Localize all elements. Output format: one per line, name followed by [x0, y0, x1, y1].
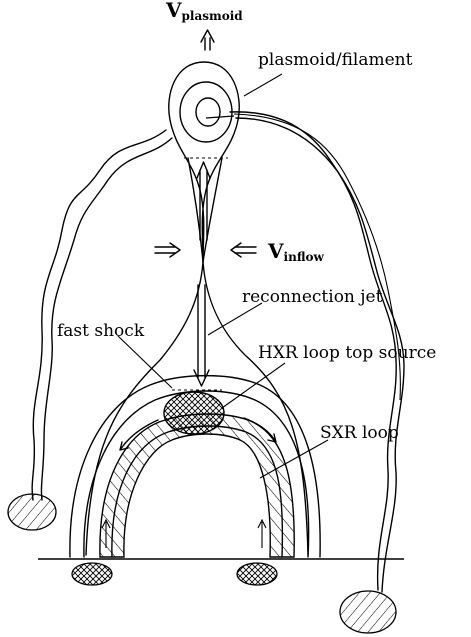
v-inflow-label: Vinflow: [267, 239, 325, 264]
plasmoid-filament-label: plasmoid/filament: [258, 50, 413, 70]
fast-shock-label: fast shock: [57, 321, 145, 341]
hxr-loop-top-source-label: HXR loop top source: [258, 343, 436, 363]
plasmoid-velocity-arrow: [200, 29, 215, 51]
reconnection-jet-label: reconnection jet: [242, 287, 383, 307]
outer-field-line-left: [31, 129, 167, 501]
plasmoid-core-line: [205, 115, 235, 119]
hxr-label-leader: [221, 362, 286, 409]
plasmoid-inner-loop: [195, 97, 221, 127]
plasmoid-label-leader: [243, 73, 283, 97]
separatrix-right: [202, 157, 309, 556]
separatrix-left: [85, 157, 204, 556]
footpoint-source-right: [236, 562, 278, 586]
footpoint-arrow-left: [101, 518, 111, 548]
loop-downflow-arrow-right: [243, 417, 277, 443]
outer-field-line-right: [229, 111, 397, 591]
fast-shock-leader: [117, 335, 173, 389]
hxr-loop-top-source: [163, 391, 225, 435]
inflow-arrow-right: [230, 242, 257, 258]
flare-loop-second: [83, 390, 310, 558]
filament-leg-left: [7, 493, 57, 531]
loop-downflow-arrow-left: [119, 419, 159, 451]
sxr-loop-label: SXR loop: [320, 423, 399, 443]
sxr-label-leader: [259, 439, 329, 479]
plasmoid-middle-loop: [179, 81, 233, 143]
footpoint-arrow-right: [257, 518, 267, 548]
upward-jet-arrow: [196, 161, 211, 241]
outer-field-line-left-2: [40, 137, 173, 501]
footpoint-source-left: [71, 562, 113, 586]
v-plasmoid-label: Vplasmoid: [165, 0, 243, 23]
sxr-loop-band: [99, 413, 295, 558]
downward-jet-arrow: [193, 284, 210, 387]
reconnection-jet-leader: [207, 302, 263, 336]
outer-field-line-right-3: [233, 113, 401, 401]
filament-leg-right: [339, 590, 397, 634]
inflow-arrow-left: [154, 242, 181, 258]
